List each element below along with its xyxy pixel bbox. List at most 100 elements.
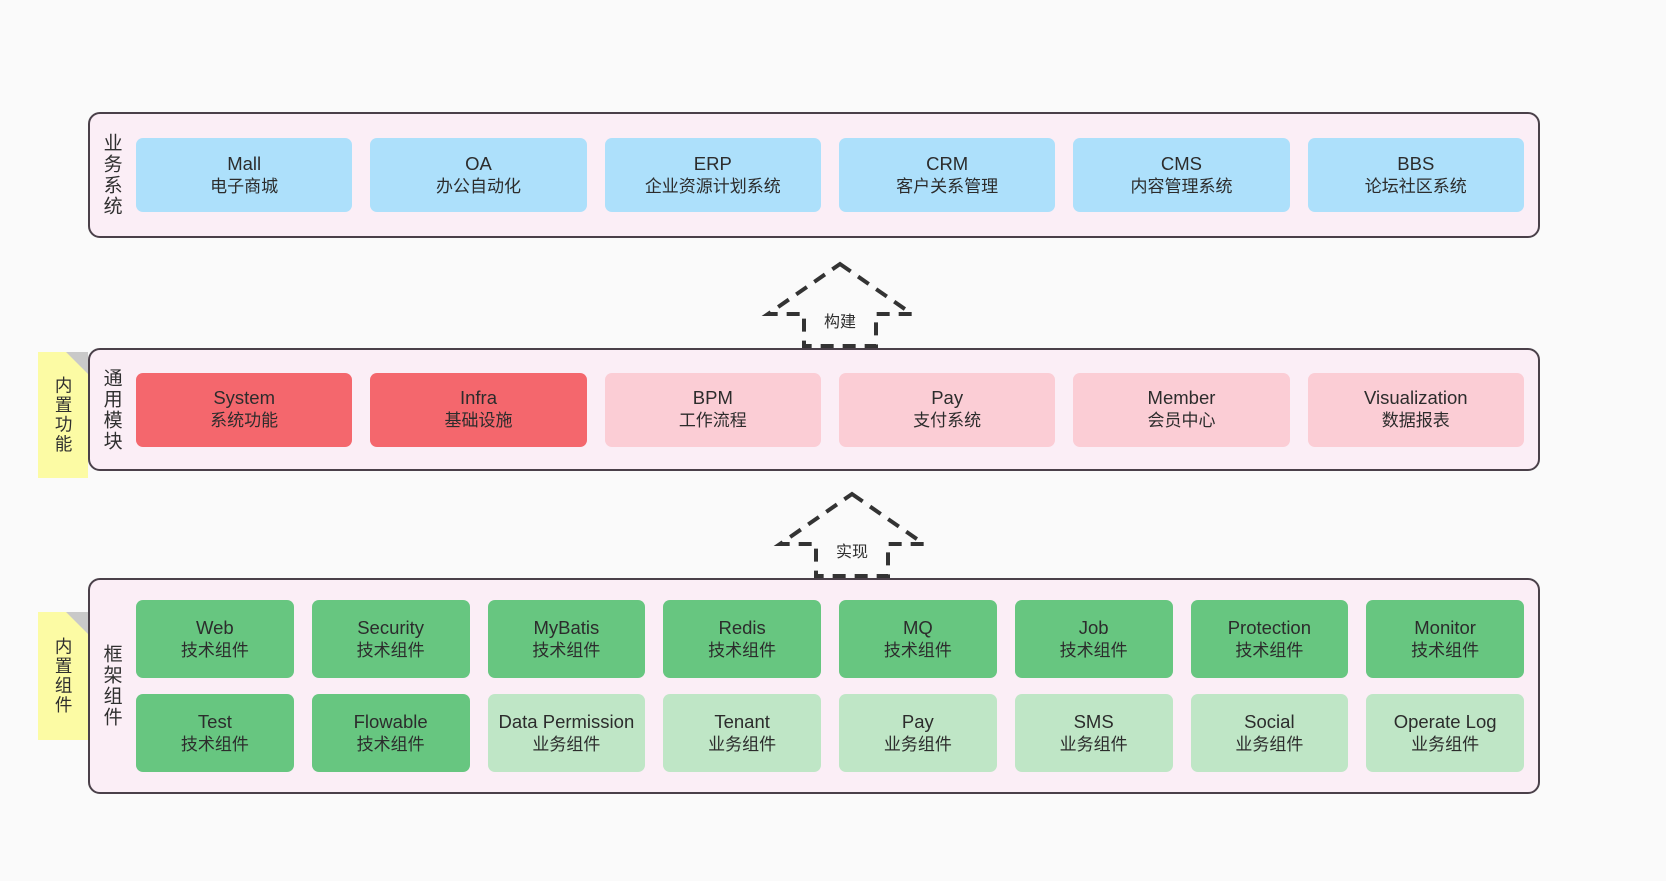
module-card-redis[interactable]: Redis 技术组件 <box>663 600 821 678</box>
layer-framework-components-title: 框架组件 <box>100 644 122 728</box>
module-card-job[interactable]: Job 技术组件 <box>1014 600 1173 678</box>
module-card-oa[interactable]: OA 办公自动化 <box>370 138 587 212</box>
module-card-subtitle: 业务组件 <box>883 734 952 754</box>
layer-framework-components: 框架组件 Web 技术组件 Security 技术组件 MyBatis 技术组件… <box>88 578 1540 794</box>
module-card-infra[interactable]: Infra 基础设施 <box>370 372 587 447</box>
module-card-mybatis[interactable]: MyBatis 技术组件 <box>487 600 646 678</box>
module-card-title: BPM <box>692 387 733 409</box>
module-card-pay-business[interactable]: Pay 业务组件 <box>839 694 997 772</box>
module-card-subtitle: 数据报表 <box>1381 411 1450 431</box>
module-card-test[interactable]: Test 技术组件 <box>136 694 294 772</box>
module-card-operate-log[interactable]: Operate Log 业务组件 <box>1366 694 1524 772</box>
module-card-title: Test <box>197 710 232 732</box>
arrow-realize-label: 实现 <box>835 544 868 561</box>
module-card-subtitle: 客户关系管理 <box>896 176 999 196</box>
module-card-subtitle: 技术组件 <box>532 640 601 660</box>
module-card-title: CMS <box>1160 152 1203 174</box>
arrow-build: 构建 <box>760 258 920 350</box>
module-card-subtitle: 电子商城 <box>210 176 279 196</box>
module-card-title: Infra <box>459 387 497 409</box>
arrow-realize: 实现 <box>772 488 932 580</box>
layer-framework-components-body: Web 技术组件 Security 技术组件 MyBatis 技术组件 Redi… <box>132 580 1538 792</box>
module-card-title: Pay <box>901 710 934 732</box>
module-card-title: MyBatis <box>533 616 600 638</box>
module-card-subtitle: 技术组件 <box>180 640 249 660</box>
arrow-build-label: 构建 <box>823 314 856 331</box>
module-card-flowable[interactable]: Flowable 技术组件 <box>311 694 470 772</box>
dashed-up-arrow-icon <box>761 261 919 348</box>
module-card-mall[interactable]: Mall 电子商城 <box>136 138 353 212</box>
module-card-title: Pay <box>931 387 964 409</box>
module-card-title: Tenant <box>714 710 770 732</box>
module-card-title: Job <box>1078 616 1109 638</box>
module-card-subtitle: 技术组件 <box>356 640 425 660</box>
module-card-subtitle: 企业资源计划系统 <box>644 176 781 196</box>
module-card-title: System <box>213 387 275 409</box>
module-card-title: Redis <box>718 616 766 638</box>
module-card-subtitle: 业务组件 <box>1235 734 1304 754</box>
module-card-data-permission[interactable]: Data Permission 业务组件 <box>487 694 646 772</box>
module-card-subtitle: 支付系统 <box>913 411 982 431</box>
module-card-subtitle: 业务组件 <box>532 734 601 754</box>
module-card-title: Security <box>357 616 425 638</box>
module-card-bbs[interactable]: BBS 论坛社区系统 <box>1307 138 1524 212</box>
module-card-system[interactable]: System 系统功能 <box>136 372 353 447</box>
module-card-sms[interactable]: SMS 业务组件 <box>1014 694 1173 772</box>
module-card-security[interactable]: Security 技术组件 <box>311 600 470 678</box>
module-card-subtitle: 技术组件 <box>708 640 777 660</box>
module-card-subtitle: 业务组件 <box>708 734 777 754</box>
module-card-member[interactable]: Member 会员中心 <box>1073 372 1290 447</box>
module-card-subtitle: 会员中心 <box>1147 411 1216 431</box>
module-card-visualization[interactable]: Visualization 数据报表 <box>1307 372 1524 447</box>
module-card-bpm[interactable]: BPM 工作流程 <box>604 372 821 447</box>
sticky-note-builtin-features: 内置功能 <box>38 352 88 478</box>
module-card-web[interactable]: Web 技术组件 <box>136 600 294 678</box>
module-card-subtitle: 内容管理系统 <box>1130 176 1233 196</box>
module-card-tenant[interactable]: Tenant 业务组件 <box>663 694 821 772</box>
module-card-pay[interactable]: Pay 支付系统 <box>838 372 1056 447</box>
module-card-crm[interactable]: CRM 客户关系管理 <box>838 138 1056 212</box>
module-card-subtitle: 基础设施 <box>444 411 513 431</box>
sticky-note-builtin-components: 内置组件 <box>38 612 88 740</box>
module-card-title: SMS <box>1073 710 1114 732</box>
module-card-subtitle: 业务组件 <box>1059 734 1128 754</box>
module-card-subtitle: 技术组件 <box>1059 640 1128 660</box>
module-card-monitor[interactable]: Monitor 技术组件 <box>1366 600 1524 678</box>
module-card-social[interactable]: Social 业务组件 <box>1190 694 1349 772</box>
module-card-subtitle: 论坛社区系统 <box>1364 176 1467 196</box>
module-card-title: CRM <box>926 152 969 174</box>
module-card-title: Visualization <box>1364 387 1468 409</box>
layer-business-system: 业务系统 Mall 电子商城 OA 办公自动化 ERP 企业资源计划系统 CRM… <box>88 112 1540 238</box>
layer-common-modules: 通用模块 System 系统功能 Infra 基础设施 BPM 工作流程 Pay… <box>88 348 1540 471</box>
layer-common-modules-body: System 系统功能 Infra 基础设施 BPM 工作流程 Pay 支付系统… <box>132 350 1538 469</box>
layer-framework-components-row-business: Test 技术组件 Flowable 技术组件 Data Permission … <box>136 694 1524 772</box>
sticky-note-label: 内置功能 <box>53 376 74 454</box>
layer-framework-components-row-technical: Web 技术组件 Security 技术组件 MyBatis 技术组件 Redi… <box>136 600 1524 678</box>
module-card-title: Monitor <box>1414 616 1476 638</box>
module-card-title: BBS <box>1397 152 1435 174</box>
module-card-subtitle: 技术组件 <box>356 734 425 754</box>
module-card-title: ERP <box>693 152 732 174</box>
module-card-cms[interactable]: CMS 内容管理系统 <box>1073 138 1290 212</box>
module-card-title: Operate Log <box>1393 710 1497 732</box>
module-card-title: Protection <box>1227 616 1312 638</box>
module-card-subtitle: 技术组件 <box>180 734 249 754</box>
module-card-protection[interactable]: Protection 技术组件 <box>1190 600 1349 678</box>
module-card-mq[interactable]: MQ 技术组件 <box>839 600 997 678</box>
module-card-title: OA <box>465 152 492 174</box>
module-card-erp[interactable]: ERP 企业资源计划系统 <box>604 138 821 212</box>
layer-common-modules-title: 通用模块 <box>100 367 122 452</box>
layer-common-modules-row: System 系统功能 Infra 基础设施 BPM 工作流程 Pay 支付系统… <box>136 372 1524 447</box>
sticky-note-label: 内置组件 <box>53 637 74 715</box>
module-card-title: Member <box>1147 387 1216 409</box>
module-card-title: Flowable <box>353 710 428 732</box>
module-card-subtitle: 办公自动化 <box>435 176 521 196</box>
module-card-subtitle: 技术组件 <box>883 640 952 660</box>
module-card-subtitle: 工作流程 <box>678 411 747 431</box>
module-card-subtitle: 系统功能 <box>210 411 279 431</box>
module-card-title: MQ <box>902 616 933 638</box>
module-card-title: Data Permission <box>498 710 635 732</box>
layer-business-system-row: Mall 电子商城 OA 办公自动化 ERP 企业资源计划系统 CRM 客户关系… <box>136 138 1524 212</box>
module-card-subtitle: 技术组件 <box>1235 640 1304 660</box>
